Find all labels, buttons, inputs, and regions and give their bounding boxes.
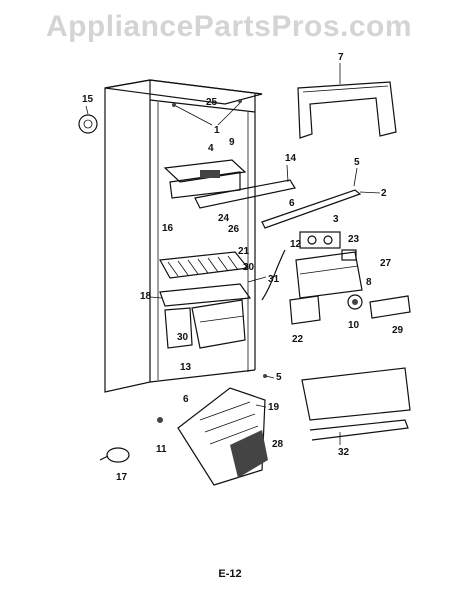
callout-27: 27 [380, 258, 392, 269]
door-frame [297, 81, 397, 139]
cabinet [104, 79, 263, 393]
crisper-area [159, 283, 252, 349]
callout-13: 13 [180, 362, 192, 373]
freezer-evaporator [163, 159, 296, 209]
bracket [289, 295, 321, 325]
round-knob [78, 114, 98, 134]
callout-7: 7 [338, 52, 344, 63]
callout-5b: 5 [276, 372, 282, 383]
cross-rail [261, 189, 362, 229]
callout-18: 18 [140, 291, 152, 302]
knob [347, 294, 363, 310]
callout-17: 17 [116, 472, 128, 483]
callout-31: 31 [268, 274, 280, 285]
callout-12: 12 [290, 239, 302, 250]
callout-10: 10 [348, 320, 360, 331]
callout-24: 24 [218, 213, 230, 224]
callout-11: 11 [156, 444, 167, 455]
callout-3: 3 [333, 214, 339, 225]
callout-4: 4 [208, 143, 214, 154]
callout-14: 14 [285, 153, 297, 164]
callout-9: 9 [229, 137, 235, 148]
screw [263, 374, 267, 378]
callout-32: 32 [338, 447, 350, 458]
callout-2: 2 [381, 188, 387, 199]
callout-22: 22 [292, 334, 304, 345]
control-assembly [261, 231, 363, 301]
callout-21: 21 [238, 246, 250, 257]
glass-panel [301, 367, 411, 441]
callout-26: 26 [228, 224, 240, 235]
callout-25: 25 [206, 97, 218, 108]
callout-23: 23 [348, 234, 360, 245]
callout-16: 16 [162, 223, 174, 234]
callout-29: 29 [392, 325, 404, 336]
callout-19: 19 [268, 402, 280, 413]
evaporator-coil [177, 387, 268, 486]
watermark-logo: AppliancePartsPros.com [45, 10, 413, 43]
callout-28: 28 [272, 439, 284, 450]
screw [238, 99, 242, 103]
lamp-bulb [99, 447, 130, 463]
dial-plate [369, 295, 411, 319]
callout-8: 8 [366, 277, 372, 288]
callout-30: 30 [177, 332, 189, 343]
callout-1: 1 [214, 125, 220, 136]
wire-shelf [159, 251, 250, 279]
callout-15: 15 [82, 94, 94, 105]
page-label: E-12 [218, 568, 242, 580]
callout-20: 20 [243, 262, 255, 273]
callout-6b: 6 [183, 394, 189, 405]
screw [157, 417, 163, 423]
callout-6: 6 [289, 198, 295, 209]
leader-lines [85, 63, 381, 445]
callout-labels: 1 2 3 4 5 6 7 8 9 10 11 12 13 14 15 16 1… [82, 52, 404, 483]
screw [172, 103, 176, 107]
callout-5: 5 [354, 157, 360, 168]
